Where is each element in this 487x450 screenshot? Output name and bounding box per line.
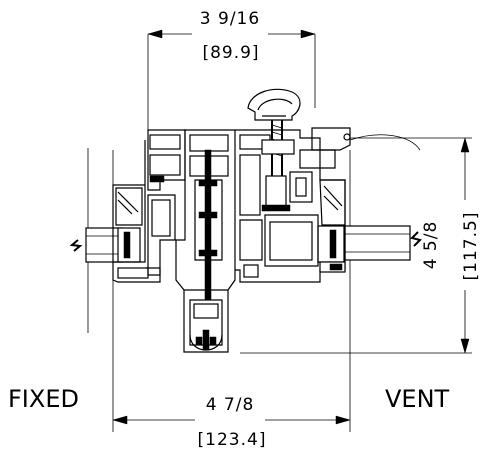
vent-sash	[235, 129, 346, 283]
fixed-frame	[112, 129, 186, 283]
right-dimension: 4 5/8 [117.5]	[240, 137, 481, 354]
latch-hardware	[247, 88, 421, 212]
bottom-dim-metric: [123.4]	[198, 430, 267, 450]
vent-label: VENT	[385, 385, 450, 413]
right-dim-metric: [117.5]	[461, 212, 481, 281]
right-dim-imperial: 4 5/8	[421, 221, 441, 270]
center-mullion	[175, 129, 236, 353]
top-dim-metric: [89.9]	[202, 43, 259, 63]
fixed-label: FIXED	[8, 385, 79, 413]
top-dim-imperial: 3 9/16	[200, 9, 260, 29]
bottom-dim-imperial: 4 7/8	[206, 395, 255, 415]
vent-glazing	[317, 225, 422, 263]
top-dimension: 3 9/16 [89.9]	[147, 9, 316, 170]
fixed-glazing	[69, 148, 141, 333]
